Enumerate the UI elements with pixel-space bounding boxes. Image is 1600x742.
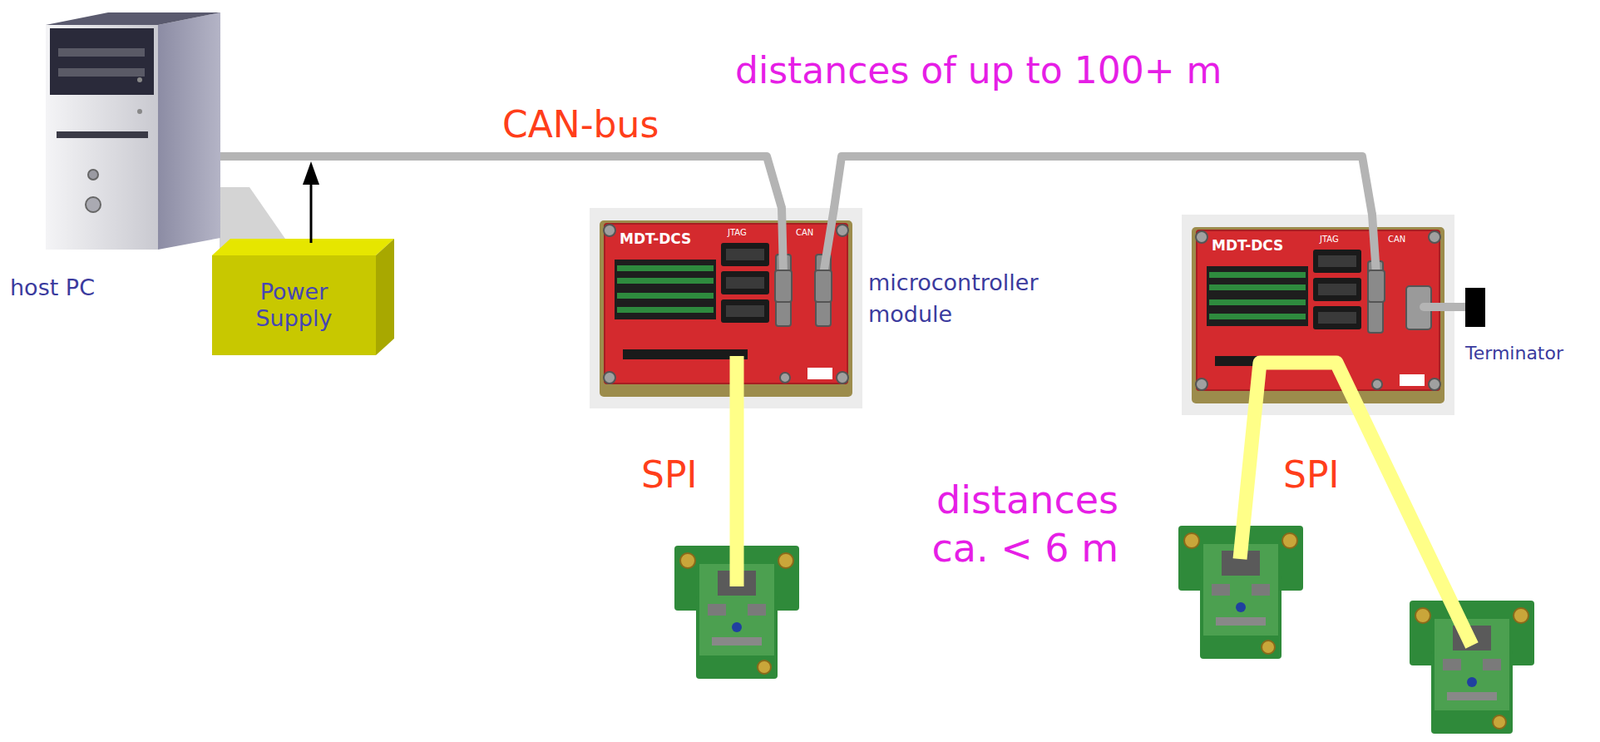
node-label: Terminator [1465,342,1564,365]
can-bus-cable [834,156,1373,215]
board-photo [1181,214,1455,415]
can-bus-cable [220,156,782,208]
bus-label: CAN-bus [502,101,659,148]
microcontroller-module: MDT-DCS JTAG CAN [1181,214,1455,415]
bus-label: SPI [641,451,697,498]
module-label: microcontroller module [868,266,1106,331]
can-bus-cable [1454,306,1466,308]
power-arrow [302,161,320,243]
cable-line [1454,302,1466,312]
node-label: Power Supply [223,278,366,333]
cable-line [834,156,1373,215]
host-pc: host PC [45,12,221,250]
host-pc-icon [45,12,293,250]
can-plug-head [775,270,1385,302]
cable-line [220,156,782,208]
terminator: Terminator [1465,287,1486,327]
power-supply-box [212,238,395,356]
board-title: MDT-DCS [1211,237,1284,254]
node-label: host PC [9,274,95,302]
board-photo [589,207,863,409]
bus-label: SPI [1283,451,1339,498]
distance-note: distances ca. < 6 m [877,476,1119,573]
spi-cable [736,355,1472,646]
port-label: CAN [1387,234,1406,245]
microcontroller-module: MDT-DCSJTAGCANmicrocontroller module [589,207,863,409]
port-label: JTAG [1319,234,1339,245]
distance-note: distances of up to 100+ m [735,47,1222,94]
power-supply: Power Supply [212,255,376,356]
sensor-board [1409,600,1535,734]
port-label: CAN [795,227,814,238]
board-title: MDT-DCS [619,230,692,247]
port-label: JTAG [727,227,747,238]
